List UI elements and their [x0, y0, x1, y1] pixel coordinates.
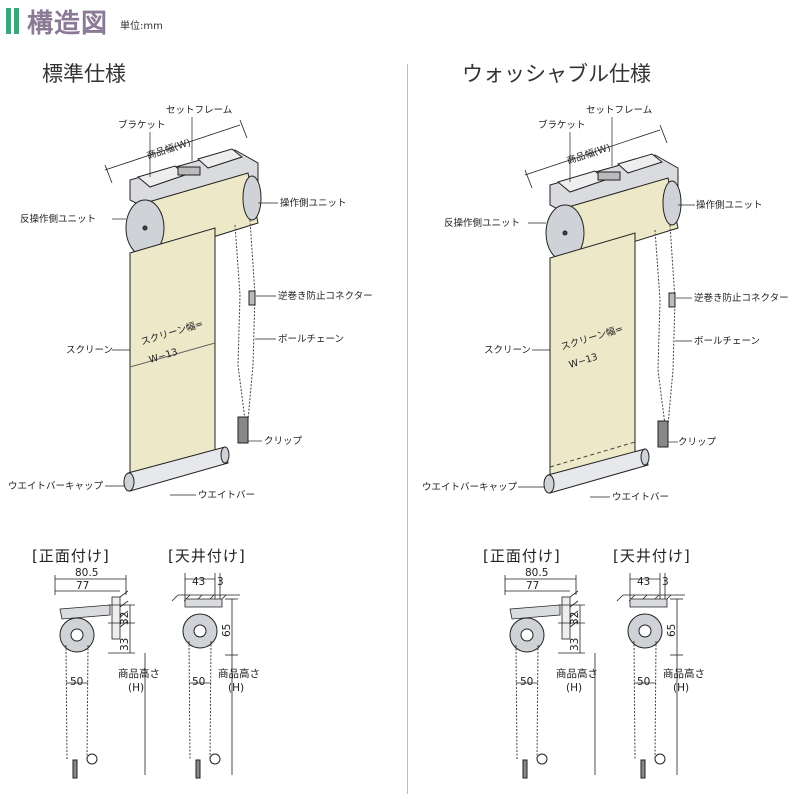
standard-ceiling-mount-drawing: 43 3 65 50 商品高さ (H)	[171, 573, 260, 779]
anti-rewind-callout: 逆巻き防止コネクター	[278, 290, 373, 302]
height-label: 商品高さ	[118, 667, 160, 680]
weight-bar-callout: ウエイトバー	[198, 490, 255, 501]
dim-43: 43	[637, 576, 650, 588]
washable-ceiling-mount-title: [天井付け]	[613, 547, 691, 565]
dim-80-5: 80.5	[525, 567, 548, 579]
anti-rewind-connector	[668, 292, 676, 308]
header-mark-icon	[6, 8, 19, 34]
anti-rewind-connector	[248, 290, 256, 306]
idle-unit-callout: 反操作側ユニット	[444, 217, 520, 229]
set-frame	[549, 153, 679, 219]
standard-front-mount-title: [正面付け]	[32, 547, 110, 565]
ball-chain-callout: ボールチェーン	[278, 334, 344, 345]
product-width-dimension	[104, 119, 248, 184]
washable-roller-diagram: 商品幅(W) スクリーン幅= W−13 セットフレーム	[422, 105, 789, 503]
set-frame-callout: セットフレーム	[166, 105, 232, 116]
height-symbol: (H)	[566, 682, 582, 694]
product-width-label: 商品幅(W)	[145, 136, 192, 161]
page-title: 構造図	[27, 8, 109, 39]
screen-callout: スクリーン	[484, 345, 531, 356]
washable-front-mount-title: [正面付け]	[483, 547, 561, 565]
anti-rewind-callout: 逆巻き防止コネクター	[694, 292, 789, 304]
dim-3: 3	[217, 576, 224, 588]
bracket-callout: ブラケット	[538, 119, 586, 131]
dim-77: 77	[526, 580, 539, 592]
screen-callout: スクリーン	[66, 345, 113, 356]
set-frame-callout: セットフレーム	[586, 105, 652, 116]
chain-clip	[657, 420, 669, 448]
dim-32: 32	[119, 612, 131, 625]
dim-43: 43	[192, 576, 205, 588]
weight-cap-callout: ウエイトバーキャップ	[422, 482, 518, 493]
washable-title: ウォッシャブル仕様	[462, 62, 651, 86]
dim-65: 65	[221, 624, 233, 637]
weight-cap-callout: ウエイトバーキャップ	[8, 481, 104, 492]
dim-33: 33	[569, 638, 581, 651]
dim-50: 50	[192, 676, 205, 688]
dim-32: 32	[569, 612, 581, 625]
operation-unit-callout: 操作側ユニット	[696, 199, 763, 211]
dim-33: 33	[119, 638, 131, 651]
roller-tube	[125, 172, 262, 257]
standard-roller-diagram: 商品幅(W) スクリーン幅= W−13	[8, 105, 373, 501]
height-symbol: (H)	[228, 682, 244, 694]
ball-chain-callout: ボールチェーン	[694, 336, 760, 347]
ball-chain	[654, 224, 676, 426]
callout-leaders	[105, 117, 278, 496]
dim-50: 50	[637, 676, 650, 688]
standard-ceiling-mount-title: [天井付け]	[168, 547, 246, 565]
dim-3: 3	[662, 576, 669, 588]
standard-title: 標準仕様	[42, 62, 126, 86]
height-symbol: (H)	[673, 682, 689, 694]
height-label: 商品高さ	[663, 667, 705, 680]
height-label: 商品高さ	[556, 667, 598, 680]
clip-callout: クリップ	[264, 436, 303, 447]
operation-unit-callout: 操作側ユニット	[280, 197, 347, 209]
dim-50: 50	[70, 676, 83, 688]
divider	[407, 64, 408, 794]
dim-77: 77	[76, 580, 89, 592]
washable-ceiling-mount-drawing: 43 3 65 50 商品高さ (H)	[616, 573, 705, 779]
dim-65: 65	[666, 624, 678, 637]
idle-unit-callout: 反操作側ユニット	[20, 213, 96, 225]
chain-clip	[237, 416, 249, 444]
bracket-callout: ブラケット	[118, 119, 166, 131]
product-width-dimension	[524, 124, 668, 189]
dim-50: 50	[520, 676, 533, 688]
ball-chain	[234, 219, 256, 421]
dim-80-5: 80.5	[75, 567, 98, 579]
callout-leaders	[518, 117, 695, 498]
roller-tube	[545, 177, 682, 262]
standard-front-mount-drawing: 80.5 77 32 33 50 商品高さ (H)	[54, 567, 160, 779]
weight-bar	[123, 446, 230, 492]
weight-bar	[543, 448, 650, 494]
clip-callout: クリップ	[678, 437, 717, 448]
product-width-label: 商品幅(W)	[565, 141, 612, 166]
weight-bar-callout: ウエイトバー	[612, 492, 669, 503]
height-label: 商品高さ	[218, 667, 260, 680]
washable-front-mount-drawing: 80.5 77 32 33 50 商品高さ (H)	[504, 567, 598, 779]
unit-label: 単位:mm	[120, 20, 163, 32]
section-header: 構造図 単位:mm	[6, 4, 163, 39]
height-symbol: (H)	[128, 682, 144, 694]
